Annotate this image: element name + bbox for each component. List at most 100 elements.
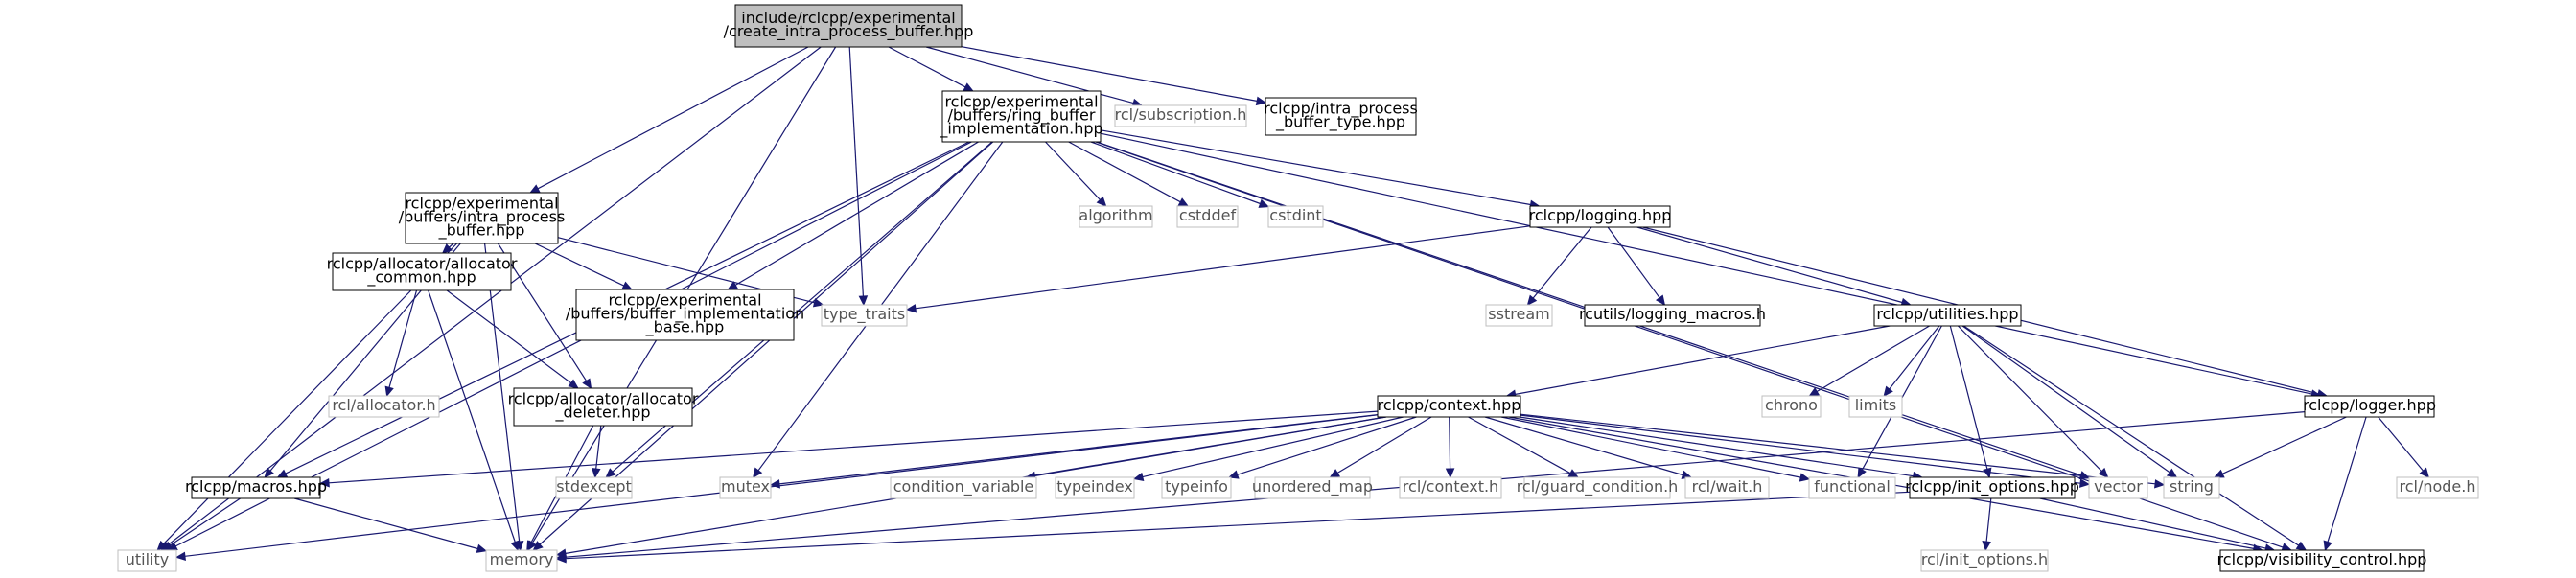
node-bufimpl[interactable]: rclcpp/experimental/buffers/buffer_imple… (566, 289, 804, 341)
edge-arrowhead (727, 281, 739, 290)
node-box (1920, 549, 2049, 572)
node-label-line: rcl/wait.h (1692, 477, 1763, 496)
node-ring[interactable]: rclcpp/experimental/buffers/ring_buffer_… (939, 90, 1103, 143)
node-box (1873, 304, 2022, 327)
node-box (1808, 476, 1896, 499)
node-limits: limits (1848, 395, 1903, 418)
edge-line (2378, 416, 2424, 472)
edge-arrowhead (621, 281, 634, 290)
node-box (1399, 476, 1502, 499)
node-iptype[interactable]: rclcpp/intra_process_buffer_type.hpp (1264, 97, 1418, 136)
node-label-line: _base.hpp (645, 318, 725, 337)
edge-line (734, 141, 979, 286)
node-box (1079, 205, 1153, 228)
edge-arrowhead (1883, 385, 1893, 397)
edge-line (428, 289, 516, 543)
node-rcutils[interactable]: rcutils/logging_macros.h (1579, 304, 1766, 327)
node-label-line: type_traits (824, 305, 905, 324)
node-label-line: rclcpp/experimental (608, 291, 761, 310)
node-macros[interactable]: rclcpp/macros.hpp (185, 476, 327, 499)
edge-line (497, 243, 588, 381)
edge-line (2039, 497, 2266, 549)
node-label-line: rclcpp/init_options.hpp (1905, 477, 2079, 497)
node-visibility[interactable]: rclcpp/visibility_control.hpp (2217, 549, 2427, 572)
edge-arrowhead (1258, 198, 1270, 208)
node-label-line: _buffer.hpp (438, 221, 525, 241)
edge-alloccommon-to-rclalloc (384, 289, 418, 398)
node-box (555, 476, 633, 499)
edge-line (1607, 226, 1660, 299)
edge-macros-to-utility (161, 497, 241, 551)
edge-arrowhead (812, 298, 824, 308)
node-utilities[interactable]: rclcpp/utilities.hpp (1873, 304, 2022, 327)
edge-arrowhead (276, 469, 289, 478)
node-box (1267, 205, 1324, 228)
edge-arrowhead (1132, 472, 1145, 482)
edge-alloccommon-to-allocdeleter (446, 289, 579, 389)
node-label-line: stdexcept (556, 477, 632, 496)
node-rclcontext: rcl/context.h (1399, 476, 1502, 499)
edge-arrowhead (2419, 467, 2430, 478)
node-label-line: include/rclcpp/experimental (741, 9, 955, 27)
edge-arrowhead (384, 385, 394, 398)
edge-line (1636, 226, 1903, 304)
node-label-line: _buffer_type.hpp (1275, 113, 1405, 132)
node-label-line: rcl/init_options.h (1921, 550, 2048, 569)
node-box (117, 549, 177, 572)
node-box (1529, 205, 1671, 228)
node-label-line: vector (2094, 477, 2143, 496)
edge-arrowhead (905, 304, 917, 313)
node-logger[interactable]: rclcpp/logger.hpp (2303, 395, 2436, 418)
node-initopts[interactable]: rclcpp/init_options.hpp (1905, 476, 2079, 499)
edge-context-to-functional (1500, 416, 1811, 482)
node-box (1761, 395, 1822, 418)
edge-root-to-typetraits (848, 46, 869, 307)
edge-arrowhead (156, 540, 168, 551)
node-ipbuf[interactable]: rclcpp/experimental/buffers/intra_proces… (399, 192, 566, 244)
node-box (2304, 395, 2435, 418)
node-cstdint: cstdint (1267, 205, 1324, 228)
node-label-line: rclcpp/logger.hpp (2303, 396, 2436, 414)
edge-line (1100, 132, 2312, 395)
node-label-line: rclcpp/visibility_control.hpp (2217, 550, 2427, 569)
edge-utilities-to-context (1505, 325, 1891, 399)
edge-logging-to-utilities (1636, 226, 1912, 308)
edge-arrowhead (476, 543, 488, 553)
node-label-line: chrono (1765, 396, 1818, 414)
node-utility: utility (117, 549, 177, 572)
edge-line (848, 46, 864, 297)
node-allocdeleter[interactable]: rclcpp/allocator/allocator_deleter.hpp (508, 387, 699, 427)
edge-ring-to-algorithm (1045, 141, 1107, 207)
edge-line (388, 289, 418, 388)
node-logging[interactable]: rclcpp/logging.hpp (1529, 205, 1672, 228)
edge-arrowhead (1655, 294, 1666, 306)
node-subscription: rcl/subscription.h (1114, 104, 1247, 127)
edge-line (888, 46, 966, 88)
node-context[interactable]: rclcpp/context.hpp (1377, 395, 1521, 418)
edge-line (446, 289, 571, 384)
edge-line (1484, 416, 1683, 476)
edge-arrowhead (2154, 479, 2166, 489)
node-label-line: rclcpp/allocator/allocator (508, 390, 699, 408)
node-algorithm: algorithm (1079, 205, 1153, 228)
edge-arrowhead (174, 551, 186, 562)
node-alloccommon[interactable]: rclcpp/allocator/allocator_common.hpp (327, 252, 518, 291)
node-rclinitopts: rcl/init_options.h (1920, 549, 2049, 572)
edge-arrowhead (1445, 468, 1455, 479)
node-label-line: sstream (1488, 305, 1549, 323)
node-box (2163, 476, 2220, 499)
edge-initopts-to-rclinitopts (1982, 497, 1992, 552)
edge-ipbuf-to-bufimpl (534, 243, 634, 290)
node-label-line: /create_intra_process_buffer.hpp (724, 22, 974, 41)
edge-line (2327, 416, 2367, 543)
edge-allocdeleter-to-stdexcept (592, 425, 602, 479)
edge-arrowhead (264, 467, 274, 478)
edge-ring-to-bufimpl (727, 141, 979, 290)
edge-line (293, 497, 478, 550)
edge-root-to-iptype (961, 46, 1267, 106)
edge-ring-to-cstdint (1090, 141, 1270, 208)
edge-line (1816, 325, 1930, 393)
node-label-line: rcl/allocator.h (332, 396, 435, 414)
edge-logging-to-typetraits (905, 225, 1531, 313)
node-root[interactable]: include/rclcpp/experimental/create_intra… (724, 4, 974, 48)
